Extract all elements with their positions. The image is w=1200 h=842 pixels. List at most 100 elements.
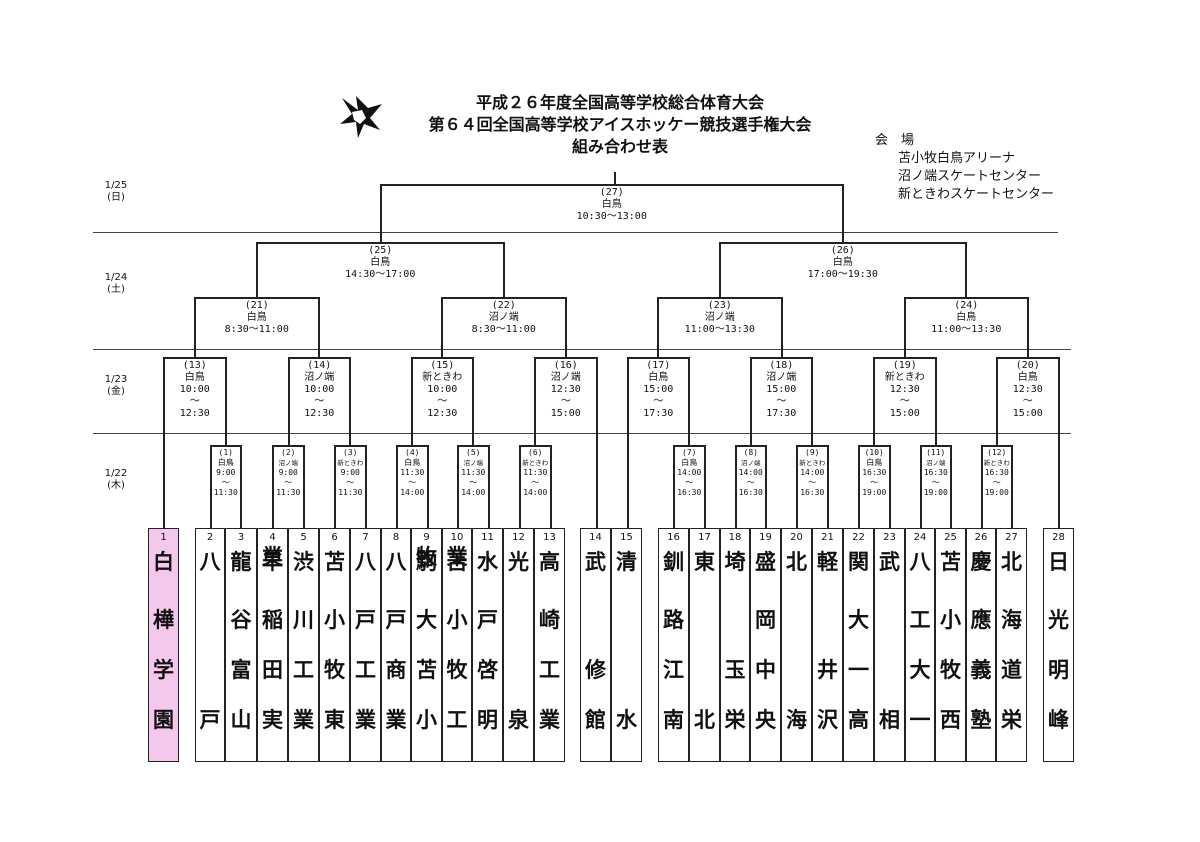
- bracket-line: [719, 242, 721, 297]
- match-number: (10): [864, 448, 884, 457]
- team-name-char: 戸: [385, 608, 407, 632]
- team-name-char: 高: [848, 708, 869, 732]
- team-name-char: 慶: [970, 550, 992, 574]
- day-label-0123: 1/23(金): [104, 374, 128, 397]
- match-time: 16:30 ～ 19:00: [984, 468, 1009, 497]
- team-number: 14: [589, 532, 602, 543]
- match-venue: 沼ノ端: [766, 372, 797, 383]
- team-name-char: 渋: [293, 550, 314, 574]
- bracket-line: [441, 297, 443, 357]
- bracket-line: [457, 445, 459, 528]
- team-number: 22: [852, 532, 865, 543]
- team-name-char: 業: [293, 708, 314, 732]
- bracket-line: [288, 357, 290, 445]
- bracket-line: [889, 445, 891, 528]
- bracket-line: [704, 445, 706, 528]
- match-time: 12:30 ～ 15:00: [889, 384, 920, 419]
- team-name-char: 白: [153, 550, 174, 574]
- bracket-line: [950, 445, 952, 528]
- bracket-line: [873, 357, 937, 359]
- team-name-char: 山: [230, 708, 252, 732]
- bracket-line: [503, 242, 505, 297]
- match-number: (6): [528, 448, 543, 457]
- title-line-3: 組み合わせ表: [571, 137, 668, 156]
- team-name-char: 戸: [199, 708, 221, 732]
- bracket-line: [519, 445, 521, 528]
- bracket-line: [811, 357, 813, 445]
- bracket-line: [904, 297, 1029, 299]
- team-name-char: 八: [199, 550, 221, 574]
- team-number: 12: [512, 532, 525, 543]
- team-name-char: 盛: [755, 550, 776, 574]
- team-name-char: 苫: [940, 550, 961, 574]
- team-name-char: 谷: [230, 608, 252, 632]
- team-number: 6: [331, 532, 338, 543]
- bracket-line: [334, 445, 367, 447]
- team-name-char: 業: [446, 545, 468, 569]
- team-number: 3: [237, 532, 245, 543]
- bracket-line: [904, 297, 906, 357]
- match-time: 8:30～11:00: [224, 324, 289, 335]
- bracket-line: [472, 357, 474, 445]
- team-name-char: 東: [324, 708, 345, 732]
- match-time: 10:00 ～ 12:30: [304, 384, 335, 419]
- team-number: 17: [698, 532, 711, 543]
- bracket-line: [796, 445, 798, 528]
- bracket-line: [163, 357, 165, 528]
- bracket-line: [1027, 297, 1029, 357]
- bracket-line: [411, 357, 413, 445]
- team-name-char: 業: [539, 708, 560, 732]
- team-name-char: 園: [153, 708, 174, 732]
- match-venue: 白鳥: [648, 372, 669, 383]
- bracket-line: [719, 242, 967, 244]
- match-time: 11:00～13:30: [684, 324, 755, 335]
- match-number: (15): [430, 360, 455, 371]
- bracket-line: [781, 297, 783, 357]
- team-name-char: 富: [230, 658, 252, 682]
- match-venue: 白鳥: [404, 458, 421, 467]
- team-name-char: 八: [385, 550, 407, 574]
- match-time: 14:00 ～ 16:30: [677, 468, 702, 497]
- team-name-char: 西: [940, 708, 961, 732]
- team-name-char: 関: [848, 550, 869, 574]
- bracket-line: [488, 445, 490, 528]
- match-number: (25): [368, 245, 393, 256]
- bracket-line: [920, 445, 922, 528]
- team-name-char: 義: [970, 658, 992, 682]
- team-name-char: 樺: [153, 608, 174, 632]
- bracket-line: [688, 357, 690, 445]
- bracket-line: [920, 445, 952, 447]
- team-name-char: 牧: [324, 658, 345, 682]
- match-venue: 沼ノ端: [463, 459, 484, 467]
- tournament-logo: [338, 94, 384, 140]
- match-number: (5): [466, 448, 481, 457]
- team-name-char: 塾: [970, 708, 992, 732]
- match-number: (1): [218, 448, 233, 457]
- match-number: (27): [599, 187, 624, 198]
- team-name-char: 光: [1048, 608, 1069, 632]
- team-name-char: 海: [1001, 608, 1022, 632]
- bracket-line: [858, 445, 891, 447]
- match-number: (13): [182, 360, 207, 371]
- bracket-line: [596, 357, 598, 528]
- match-number: (16): [553, 360, 578, 371]
- team-number: 23: [883, 532, 896, 543]
- match-number: (7): [682, 448, 697, 457]
